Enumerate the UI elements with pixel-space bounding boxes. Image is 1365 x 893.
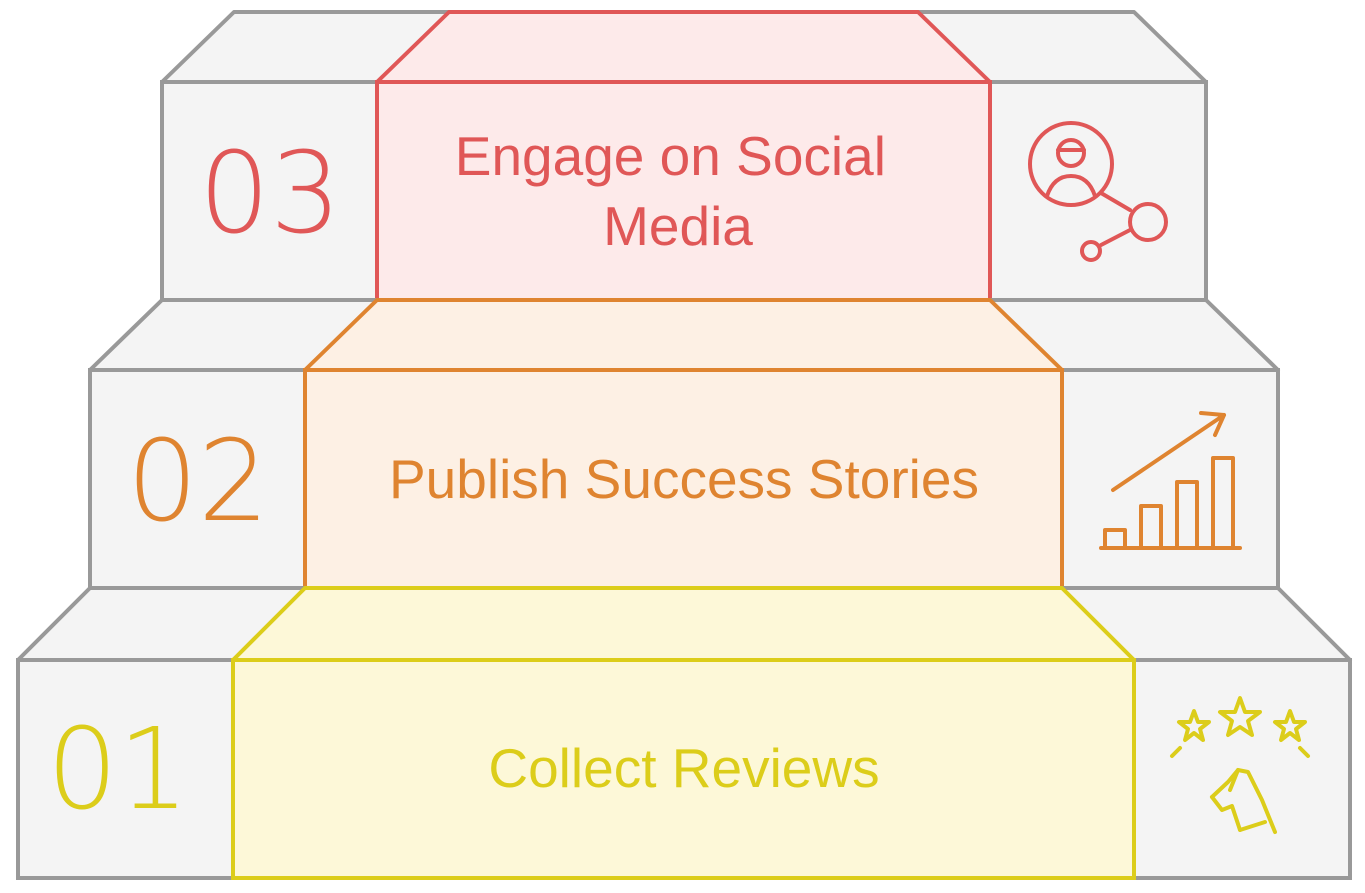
step-03-title-line-2: Media (603, 195, 753, 257)
step-03-center-front (375, 80, 992, 302)
step-01-title: Collect Reviews (488, 737, 879, 799)
step-02-number: 02 (127, 417, 270, 547)
step-02: 02 Publish Success Stories (88, 298, 1280, 590)
growth-chart-icon (1099, 411, 1242, 550)
step-02-title: Publish Success Stories (389, 448, 979, 510)
step-01-number: 01 (47, 705, 190, 835)
star-rating-icon (1170, 696, 1310, 834)
step-01-title-line-1: Collect Reviews (488, 737, 879, 799)
step-01-center-front (231, 658, 1136, 880)
step-03-title: Engage on Social Media (455, 125, 901, 257)
step-03-center-top (375, 10, 992, 84)
step-03: 03 Engage on Social Media (160, 10, 1208, 302)
step-01-center-top (231, 586, 1136, 662)
step-03-number: 03 (199, 129, 342, 259)
step-01: 01 Collect Reviews (16, 586, 1352, 880)
step-03-title-line-1: Engage on Social (455, 125, 886, 187)
step-02-title-line-1: Publish Success Stories (389, 448, 979, 510)
social-network-icon (1028, 121, 1168, 262)
step-02-center-top (303, 298, 1064, 372)
